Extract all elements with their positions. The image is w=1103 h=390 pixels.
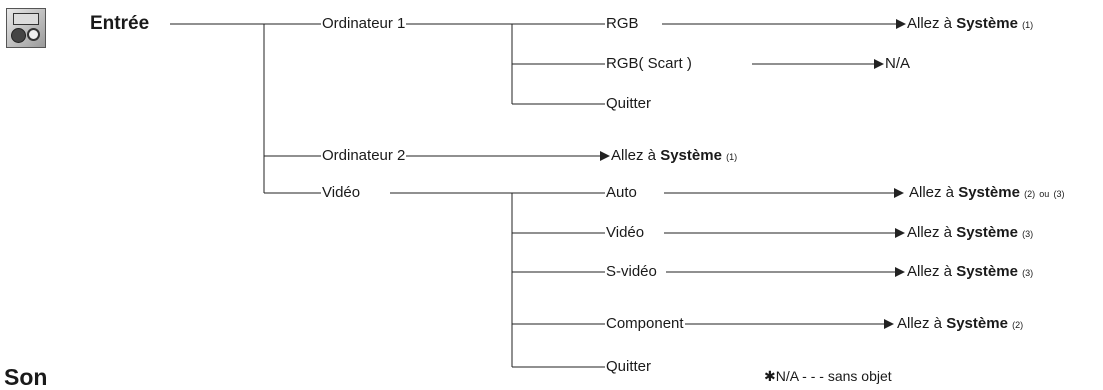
result-rgb: Allez à Système (1) bbox=[906, 15, 1035, 34]
result-rgb-scart: N/A bbox=[884, 55, 912, 73]
result-ordinateur-2: Allez à Système (1) bbox=[610, 147, 739, 166]
node-video-quitter: Quitter bbox=[605, 358, 653, 376]
node-ordinateur-1: Ordinateur 1 bbox=[321, 15, 407, 33]
audio-jack-icon bbox=[27, 28, 40, 41]
node-rgb: RGB bbox=[605, 15, 640, 33]
next-section-title: Son bbox=[4, 364, 48, 390]
video-jack-icon bbox=[11, 28, 26, 43]
root-title: Entrée bbox=[90, 13, 150, 34]
input-menu-icon bbox=[6, 8, 46, 48]
node-ord1-quitter: Quitter bbox=[605, 95, 653, 113]
node-ordinateur-2: Ordinateur 2 bbox=[321, 147, 407, 165]
computer-screen-icon bbox=[13, 13, 39, 25]
node-auto: Auto bbox=[605, 184, 638, 202]
footnote: ✱N/A - - - sans objet bbox=[764, 368, 892, 384]
node-svideo: S-vidéo bbox=[605, 263, 658, 281]
result-svideo: Allez à Système (3) bbox=[906, 263, 1035, 282]
result-auto: Allez à Système (2) ou (3) bbox=[908, 184, 1066, 203]
node-rgb-scart: RGB( Scart ) bbox=[605, 55, 693, 73]
node-video: Vidéo bbox=[321, 184, 362, 202]
node-video-sub: Vidéo bbox=[605, 224, 646, 242]
result-video: Allez à Système (3) bbox=[906, 224, 1035, 243]
node-component: Component bbox=[605, 315, 685, 333]
result-component: Allez à Système (2) bbox=[896, 315, 1025, 334]
